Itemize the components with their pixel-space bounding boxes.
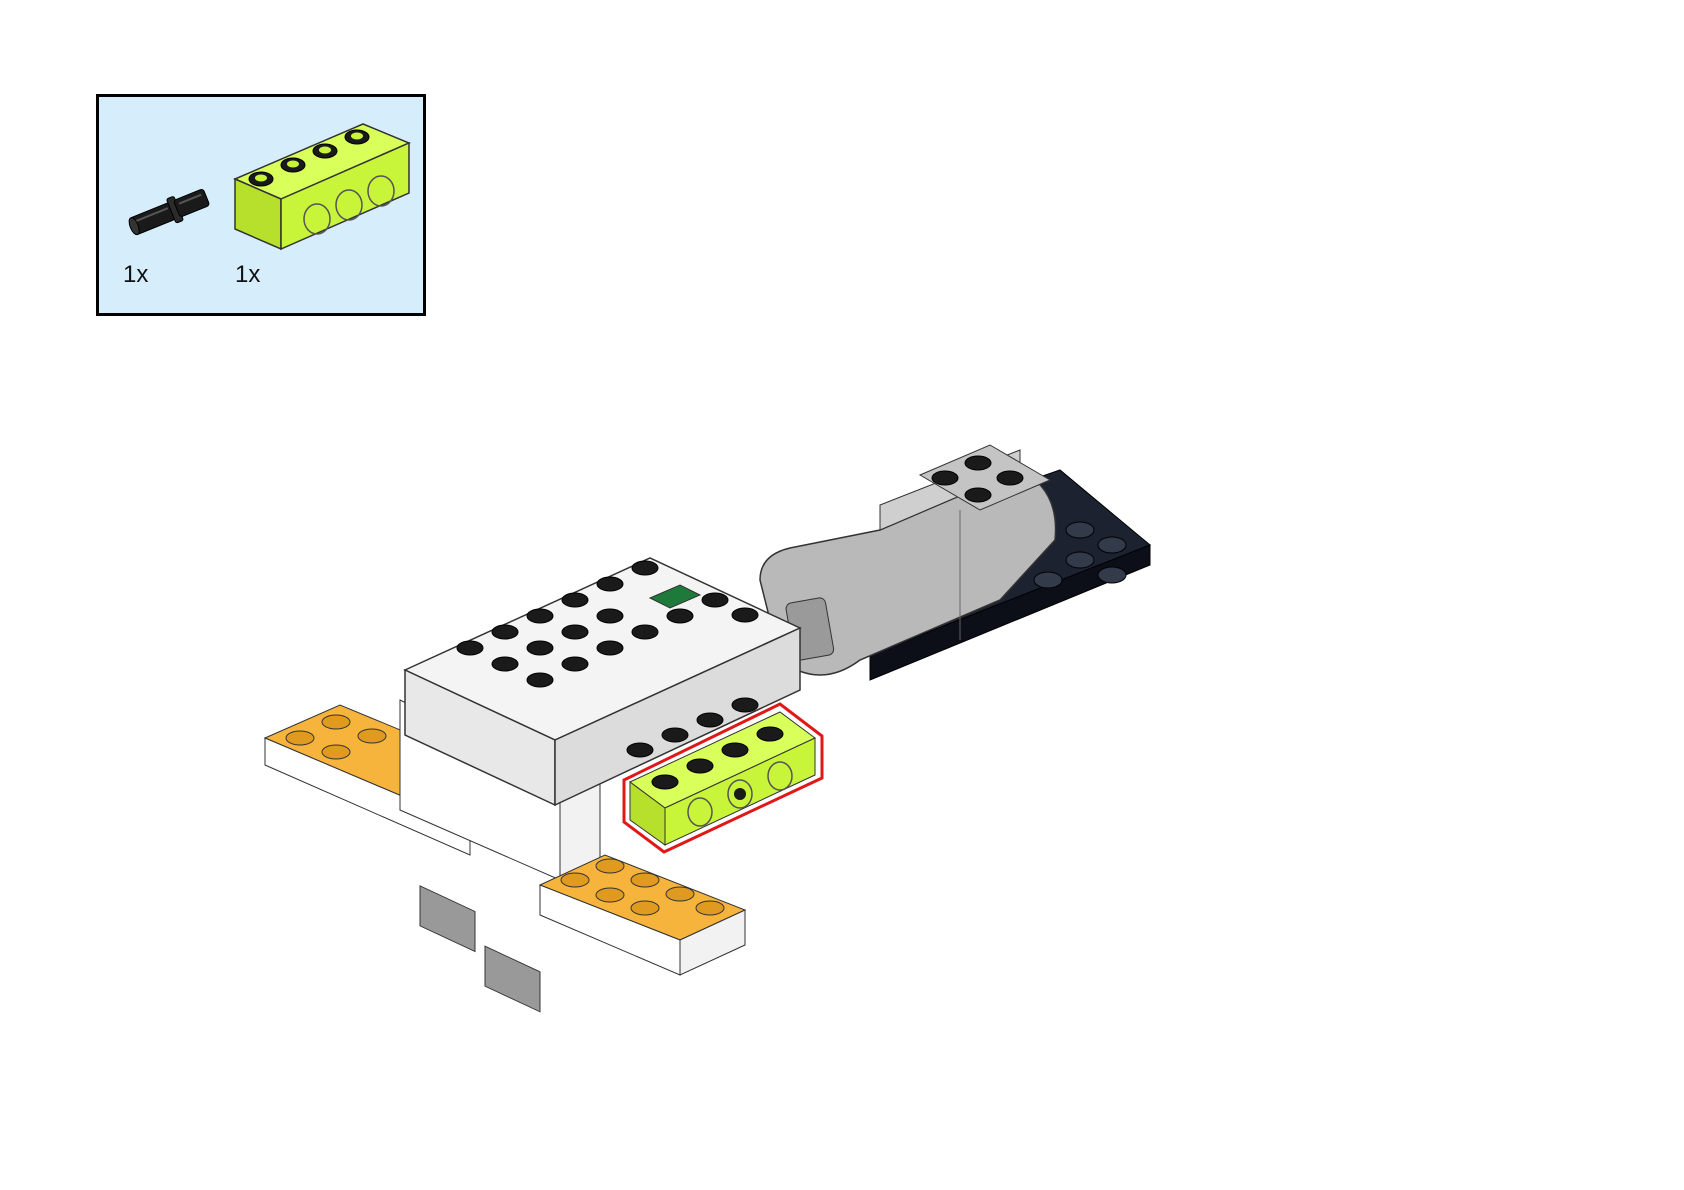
motor-icon bbox=[759, 444, 1057, 676]
black-axle-pin-icon bbox=[128, 189, 210, 236]
orange-plate-front-icon bbox=[538, 854, 747, 976]
brick-quantity: 1x bbox=[235, 261, 261, 288]
smart-hub-icon bbox=[403, 557, 802, 1013]
parts-list-panel: 1x 1x bbox=[96, 94, 426, 316]
axle-pin-quantity: 1x bbox=[123, 261, 149, 288]
lime-technic-brick-1x4-icon bbox=[233, 123, 411, 251]
new-lime-brick-highlight bbox=[622, 702, 824, 854]
